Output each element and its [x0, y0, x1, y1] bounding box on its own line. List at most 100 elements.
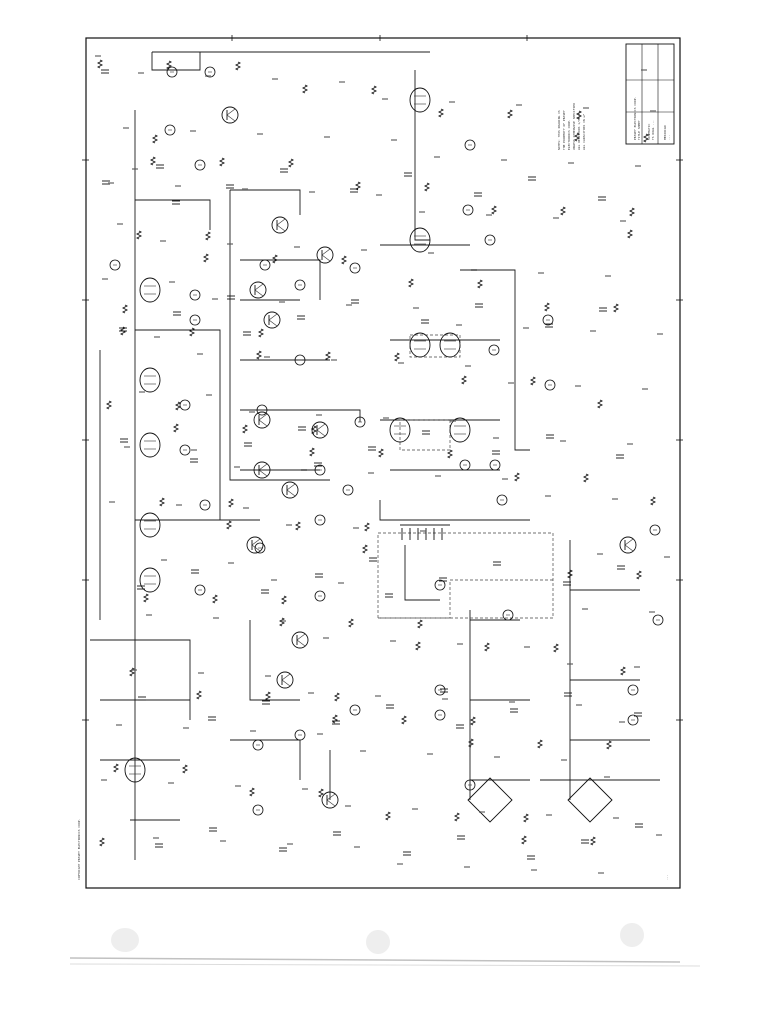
title-block: PEAVEY ELECTRONICS CORP. TITLE SHEET SCH… — [625, 43, 675, 145]
component-label-mark — [308, 692, 314, 694]
component-label-mark — [287, 843, 293, 845]
ground-terminal-icon — [502, 609, 514, 621]
component-label-mark — [95, 55, 101, 57]
resistor-icon — [149, 156, 157, 166]
component-label-mark — [561, 759, 567, 761]
resistor-icon — [393, 352, 401, 362]
component-label-mark — [368, 472, 374, 474]
component-label-mark — [598, 872, 604, 874]
component-label-mark — [168, 782, 174, 784]
component-label-mark — [605, 275, 611, 277]
ground-terminal-icon — [349, 262, 361, 274]
component-label-mark — [501, 159, 507, 161]
bridge-rectifier-icon — [467, 777, 513, 823]
ground-terminal-icon — [294, 729, 306, 741]
component-label-mark — [508, 382, 514, 384]
component-label-mark — [597, 553, 603, 555]
resistor-icon — [105, 400, 113, 410]
ground-terminal-icon — [256, 404, 268, 416]
component-label-mark — [279, 301, 285, 303]
resistor-icon — [135, 230, 143, 240]
wiring — [90, 51, 660, 860]
transistor-icon — [276, 671, 294, 689]
note-line-4: ALL RESISTORS 1/4W 5% — [577, 112, 581, 150]
ground-terminal-icon — [652, 614, 664, 626]
component-label-mark — [397, 863, 403, 865]
transistor-icon — [281, 481, 299, 499]
component-label-mark — [442, 698, 448, 700]
component-label-mark — [427, 753, 433, 755]
ground-terminal-icon — [464, 139, 476, 151]
component-label-mark — [383, 417, 389, 419]
component-label-mark — [183, 727, 189, 729]
resistor-icon — [476, 279, 484, 289]
component-label-mark — [613, 817, 619, 819]
note-line-5: ALL CAPACITORS IN uF — [582, 114, 586, 150]
resistor-icon — [522, 813, 530, 823]
component-label-mark — [619, 721, 625, 723]
component-label-mark — [153, 837, 159, 839]
vacuum-tube-icon — [139, 367, 161, 393]
resistor-icon — [181, 764, 189, 774]
component-label-mark — [271, 579, 277, 581]
ground-terminal-icon — [462, 204, 474, 216]
vacuum-tube-icon — [139, 567, 161, 593]
ground-terminal-icon — [349, 704, 361, 716]
component-label-mark — [464, 866, 470, 868]
drawing-border — [85, 37, 681, 889]
resistor-icon — [513, 472, 521, 482]
resistor-icon — [626, 229, 634, 239]
component-label-mark — [524, 646, 530, 648]
component-label-mark — [124, 446, 130, 448]
component-label-mark — [650, 110, 656, 112]
component-label-mark — [146, 614, 152, 616]
ground-terminal-icon — [434, 684, 446, 696]
resistor-icon — [158, 497, 166, 507]
ground-terminal-icon — [544, 379, 556, 391]
transistor-icon — [249, 281, 267, 299]
ground-terminal-icon — [314, 514, 326, 526]
component-label-mark — [117, 223, 123, 225]
component-label-mark — [302, 788, 308, 790]
resistor-icon — [255, 350, 263, 360]
component-label-mark — [323, 637, 329, 639]
component-label-mark — [316, 414, 322, 416]
ground-terminal-icon — [496, 494, 508, 506]
component-label-mark — [582, 608, 588, 610]
component-label-mark — [338, 582, 344, 584]
resistor-icon — [363, 522, 371, 532]
resistor-icon — [310, 425, 318, 435]
ground-terminal-icon — [484, 234, 496, 246]
resistor-icon — [204, 231, 212, 241]
ground-terminal-icon — [179, 444, 191, 456]
resistor-icon — [377, 448, 385, 458]
resistor-icon — [483, 642, 491, 652]
title-line-1: TITLE SHEET — [637, 120, 641, 140]
resistor-icon — [271, 254, 279, 264]
component-label-mark — [457, 643, 463, 645]
component-label-mark — [294, 246, 300, 248]
bridge-rectifier-icon — [567, 777, 613, 823]
component-label-mark — [590, 330, 596, 332]
vacuum-tube-icon — [139, 277, 161, 303]
component-label-mark — [220, 840, 226, 842]
scan-smudges — [69, 923, 701, 967]
resistor-icon — [361, 544, 369, 554]
note-line-2: ELECTRONICS CORP. — [567, 119, 571, 150]
resistor-icon — [400, 715, 408, 725]
resistor-icon — [234, 61, 242, 71]
transistor-icon — [221, 106, 239, 124]
component-label-mark — [471, 269, 477, 271]
component-label-mark — [212, 298, 218, 300]
component-label-mark — [116, 724, 122, 726]
component-label-mark — [309, 191, 315, 193]
resistor-icon — [589, 836, 597, 846]
component-label-mark — [346, 304, 352, 306]
vacuum-tube-icon — [409, 332, 431, 358]
resistor-icon — [596, 399, 604, 409]
component-label-mark — [449, 101, 455, 103]
component-label-mark — [420, 530, 426, 532]
component-label-mark — [227, 243, 233, 245]
